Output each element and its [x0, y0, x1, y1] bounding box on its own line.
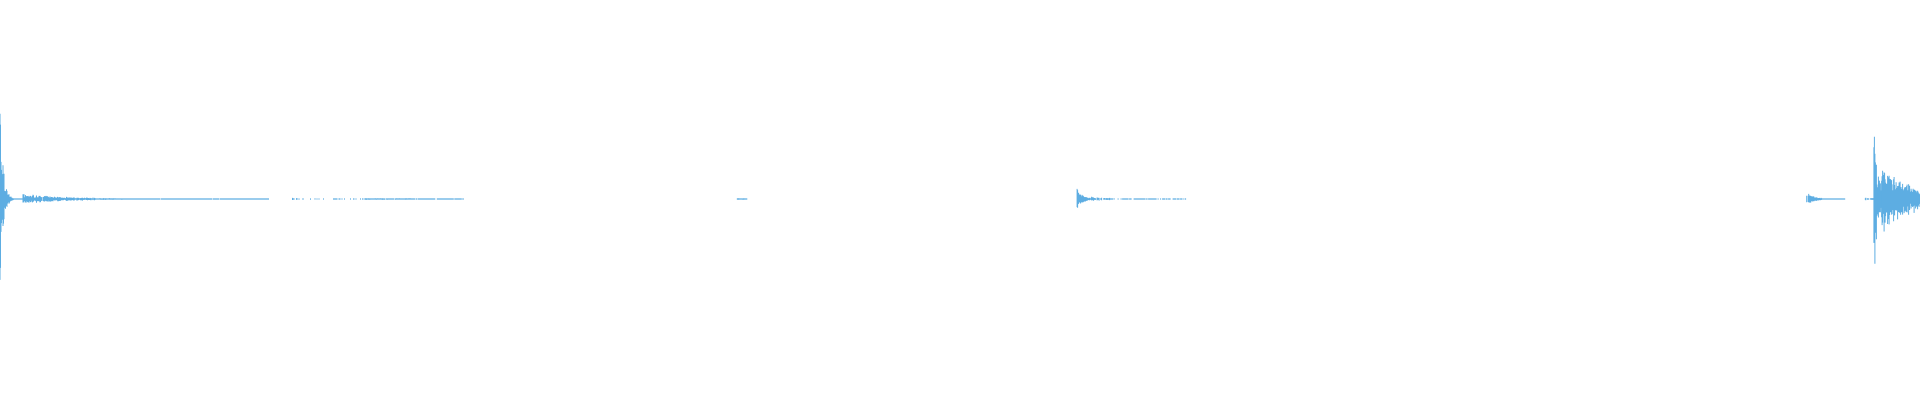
waveform-burst-path [1806, 193, 1846, 203]
waveform-burst-path [736, 198, 748, 200]
waveform-burst-6 [1076, 188, 1091, 208]
waveform-burst-9 [1864, 197, 1875, 201]
waveform-burst-1 [0, 113, 24, 280]
waveform-burst-path [1873, 136, 1882, 264]
waveform-burst-path [22, 194, 269, 203]
waveform-burst-path [1090, 196, 1187, 201]
waveform-burst-2 [22, 194, 269, 203]
waveform-burst-path [292, 197, 365, 200]
waveform-burst-3 [292, 197, 365, 200]
waveform-burst-4 [364, 198, 464, 200]
waveform-burst-path [1864, 197, 1875, 201]
waveform-burst-path [0, 113, 24, 280]
waveform-burst-10 [1873, 136, 1882, 264]
waveform-burst-path [1881, 170, 1920, 232]
waveform-burst-7 [1090, 196, 1187, 201]
waveform-burst-path [1076, 188, 1091, 208]
waveform-burst-path [364, 198, 464, 200]
waveform-burst-11 [1881, 170, 1920, 232]
waveform-burst-5 [736, 198, 748, 200]
waveform-samples [0, 113, 1920, 280]
waveform-burst-8 [1806, 193, 1846, 203]
